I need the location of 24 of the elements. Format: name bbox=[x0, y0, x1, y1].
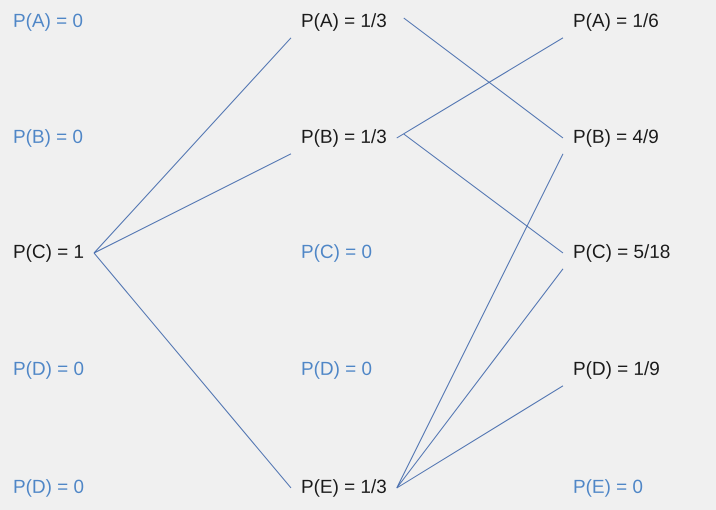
probability-label: P(B) = 4/9 bbox=[574, 129, 658, 147]
connector-line bbox=[396, 385, 564, 488]
probability-label: P(D) = 0 bbox=[302, 361, 372, 379]
probability-label: P(C) = 0 bbox=[302, 244, 372, 262]
connector-line bbox=[396, 153, 564, 488]
probability-label: P(D) = 0 bbox=[14, 361, 84, 379]
probability-label: P(E) = 0 bbox=[574, 479, 642, 497]
connector-line bbox=[94, 252, 292, 488]
probability-label: P(A) = 1/3 bbox=[302, 13, 386, 31]
connector-line bbox=[403, 18, 564, 138]
probability-label: P(B) = 0 bbox=[14, 129, 82, 147]
probability-label: P(A) = 1/6 bbox=[574, 13, 658, 31]
connector-line bbox=[94, 153, 292, 254]
probability-label: P(C) = 1 bbox=[14, 244, 84, 262]
probability-label: P(A) = 0 bbox=[14, 13, 82, 31]
connector-line bbox=[396, 37, 564, 138]
connector-line bbox=[94, 37, 292, 254]
probability-label: P(B) = 1/3 bbox=[302, 129, 386, 147]
connector-line bbox=[403, 134, 564, 254]
probability-label: P(E) = 1/3 bbox=[302, 479, 386, 497]
connector-line bbox=[396, 268, 564, 488]
probability-label: P(C) = 5/18 bbox=[574, 244, 670, 262]
probability-label: P(D) = 0 bbox=[14, 479, 84, 497]
probability-label: P(D) = 1/9 bbox=[574, 361, 659, 379]
